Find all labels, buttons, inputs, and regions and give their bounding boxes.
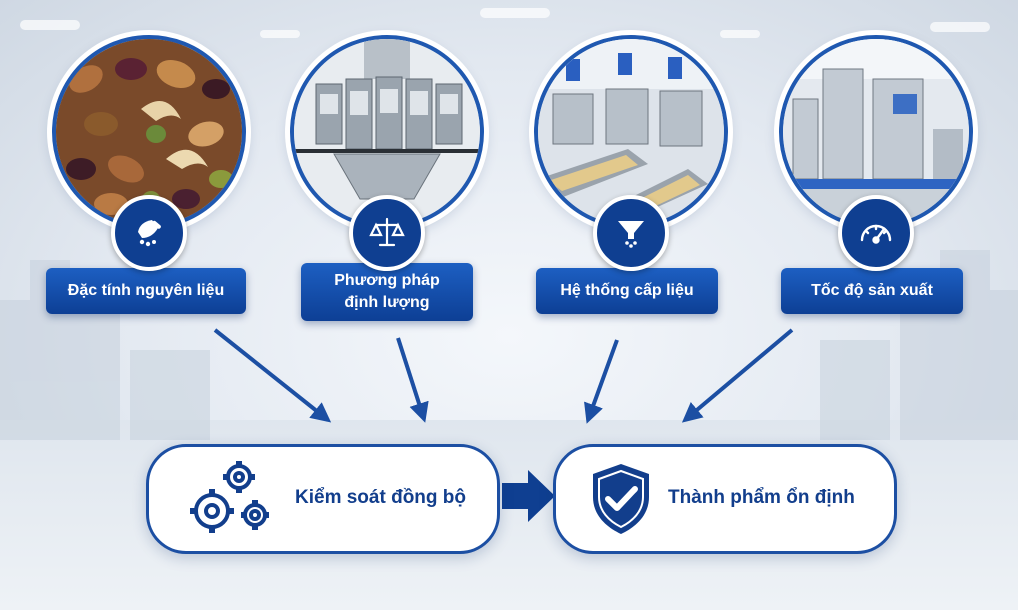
input-label-speed: Tốc độ sản xuất xyxy=(781,268,963,314)
speedometer-icon xyxy=(838,195,914,271)
scoop-icon xyxy=(111,195,187,271)
scale-icon xyxy=(349,195,425,271)
ingredient-photo xyxy=(52,35,246,229)
shield-check-icon xyxy=(593,464,649,534)
gears-icon xyxy=(190,461,269,533)
control-pill: Kiểm soát đồng bộ xyxy=(146,444,500,554)
input-label-feeder: Hệ thống cấp liệu xyxy=(536,268,718,314)
result-pill: Thành phẩm ổn định xyxy=(553,444,897,554)
control-label: Kiểm soát đồng bộ xyxy=(295,487,466,508)
input-label-ingredient: Đặc tính nguyên liệu xyxy=(46,268,246,314)
result-label: Thành phẩm ổn định xyxy=(668,487,855,508)
funnel-icon xyxy=(593,195,669,271)
input-label-dosing: Phương pháp định lượng xyxy=(301,263,473,321)
